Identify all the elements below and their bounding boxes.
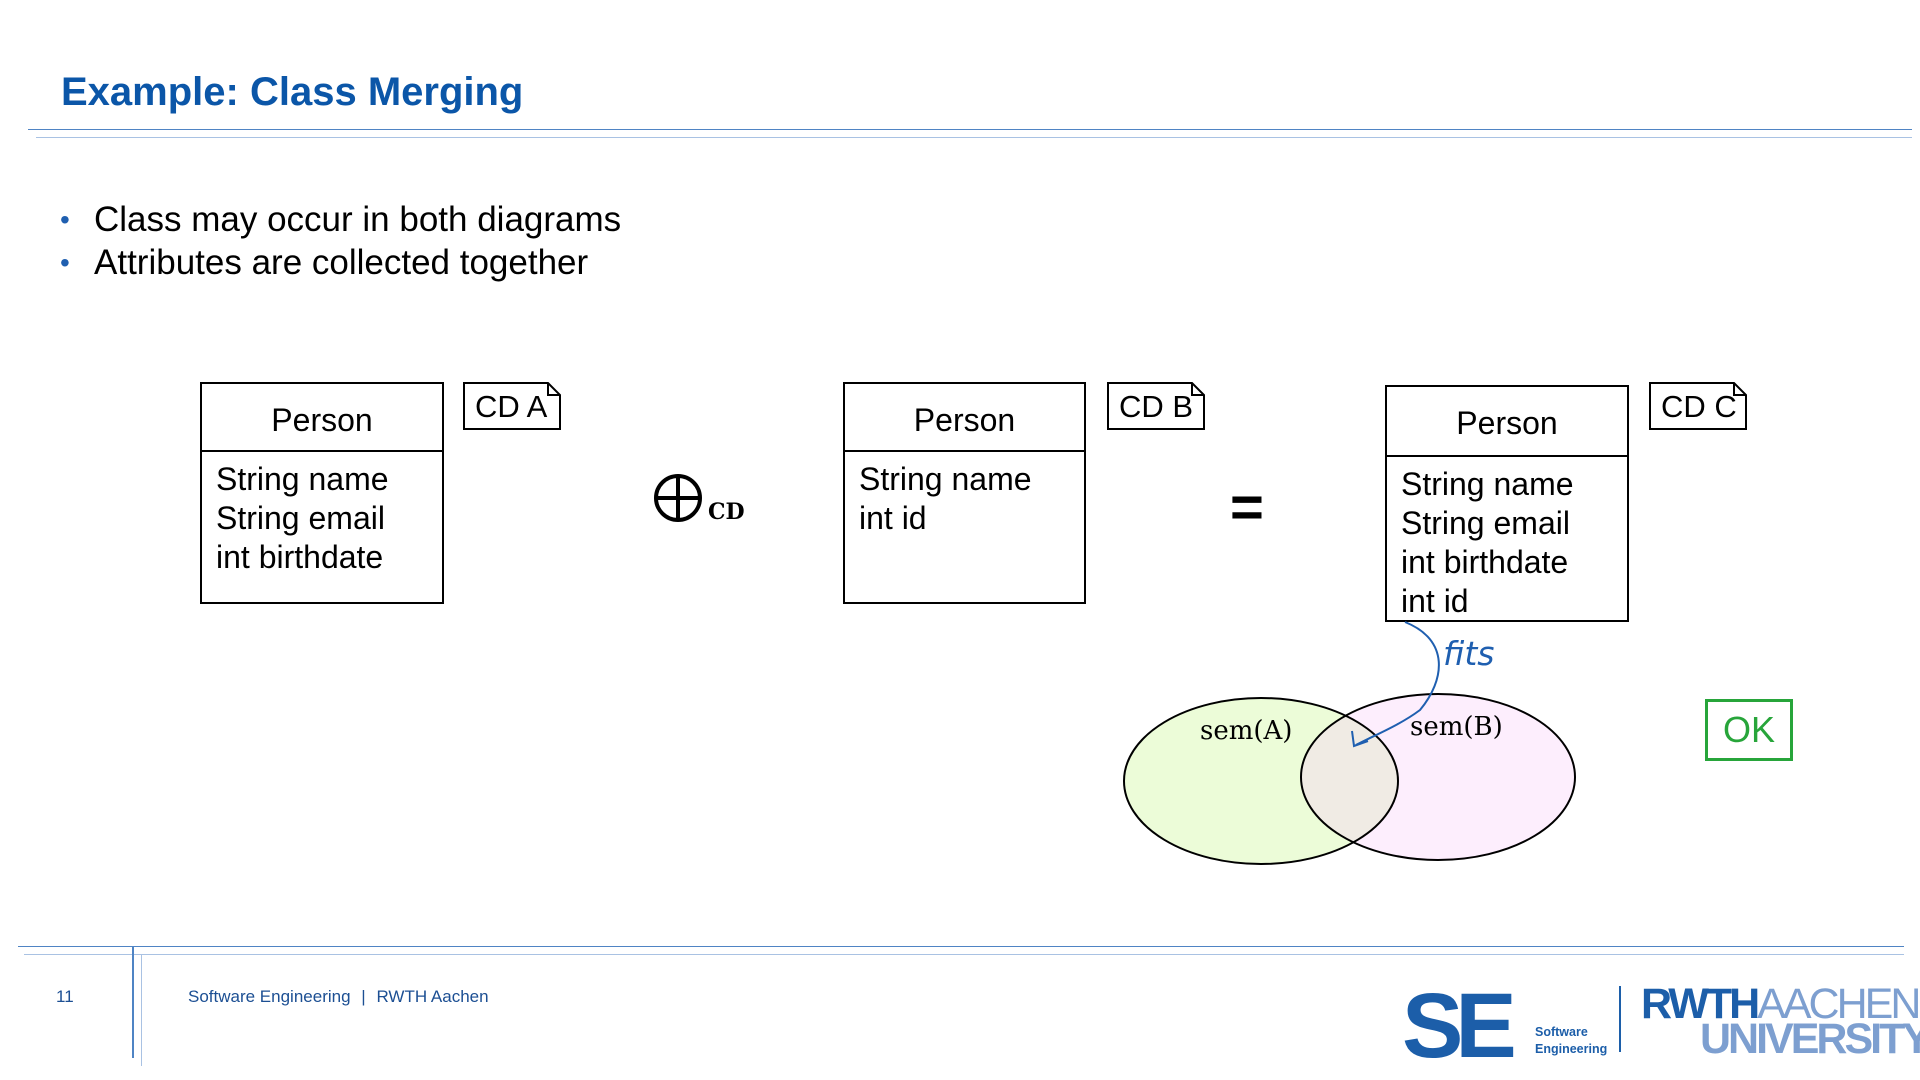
attribute: int id bbox=[859, 500, 927, 536]
bullet-item: •Class may occur in both diagrams bbox=[60, 200, 622, 239]
class-box-c: Person String name String email int birt… bbox=[1385, 385, 1629, 622]
attribute: String name bbox=[216, 461, 389, 497]
diagram-tag-c: CD C bbox=[1649, 382, 1747, 430]
arrow-head-icon bbox=[1351, 730, 1369, 748]
footer-divider-thin bbox=[141, 954, 142, 1066]
slide-title: Example: Class Merging bbox=[61, 70, 524, 114]
class-box-b: Person String name int id bbox=[843, 382, 1086, 604]
footer-divider bbox=[132, 946, 134, 1058]
class-name-b: Person bbox=[845, 384, 1084, 452]
note-shape-icon bbox=[1107, 382, 1205, 430]
page-number: 11 bbox=[56, 987, 74, 1006]
bullet-dot-icon: • bbox=[60, 247, 70, 278]
se-logo-subtitle: Software Engineering bbox=[1535, 1025, 1608, 1056]
venn-label-b: sem(B) bbox=[1410, 712, 1503, 742]
attribute: int birthdate bbox=[1401, 544, 1569, 580]
class-name-a: Person bbox=[202, 384, 442, 452]
bullet-item: •Attributes are collected together bbox=[60, 243, 589, 282]
class-name-c: Person bbox=[1387, 387, 1627, 457]
attribute: int id bbox=[1401, 583, 1469, 619]
note-shape-icon bbox=[463, 382, 561, 430]
merge-subscript: CD bbox=[708, 499, 745, 525]
diagram-tag-a: CD A bbox=[463, 382, 561, 430]
footer-label: Software Engineering | RWTH Aachen bbox=[188, 987, 489, 1006]
footer-rule bbox=[18, 946, 1904, 947]
class-box-a: Person String name String email int birt… bbox=[200, 382, 444, 604]
university-logo: UNIVERSITY bbox=[1700, 1015, 1920, 1063]
venn-label-a: sem(A) bbox=[1200, 716, 1293, 746]
attributes-c: String name String email int birthdate i… bbox=[1387, 457, 1627, 621]
attribute: String name bbox=[1401, 466, 1574, 502]
logo-divider bbox=[1619, 986, 1621, 1052]
attribute: String email bbox=[1401, 505, 1570, 541]
note-shape-icon bbox=[1649, 382, 1747, 430]
title-rule-thin bbox=[36, 137, 1912, 138]
title-rule bbox=[28, 129, 1912, 130]
footer-rule-thin bbox=[24, 954, 1904, 955]
se-logo: SE bbox=[1402, 975, 1517, 1077]
diagram-tag-b: CD B bbox=[1107, 382, 1205, 430]
bullet-dot-icon: • bbox=[60, 204, 70, 235]
equals-operator: = bbox=[1230, 475, 1264, 540]
attribute: int birthdate bbox=[216, 539, 384, 575]
attributes-b: String name int id bbox=[845, 452, 1084, 538]
attributes-a: String name String email int birthdate bbox=[202, 452, 442, 577]
circle-plus-icon bbox=[654, 474, 702, 522]
ok-badge: OK bbox=[1705, 699, 1793, 761]
attribute: String name bbox=[859, 461, 1032, 497]
attribute: String email bbox=[216, 500, 385, 536]
fits-label: fits bbox=[1443, 634, 1495, 673]
rwth-logo: RWTHAACHEN bbox=[1641, 980, 1920, 1028]
bullet-list: •Class may occur in both diagrams •Attri… bbox=[60, 198, 621, 284]
